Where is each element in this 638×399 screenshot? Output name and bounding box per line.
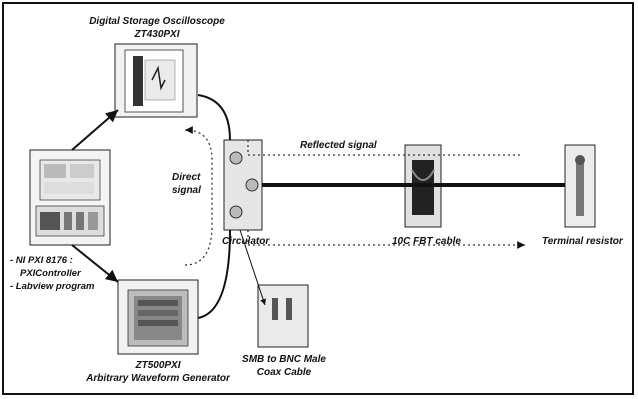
oscilloscope-model: ZT430PXI — [133, 29, 179, 40]
smb-cable-label-2: Coax Cable — [257, 367, 312, 378]
direct-signal-label-2: signal — [172, 185, 201, 196]
solid-connections — [71, 94, 266, 319]
controller-pc — [29, 149, 111, 246]
cable-label: 10C FBT cable — [392, 236, 461, 247]
dotted-signal-paths — [184, 126, 525, 266]
waveform-generator-device — [117, 279, 199, 355]
terminal-resistor-device — [564, 144, 596, 228]
reflected-signal-label: Reflected signal — [300, 140, 377, 151]
terminal-resistor-label: Terminal resistor — [542, 236, 624, 247]
direct-signal-label-1: Direct — [172, 172, 201, 183]
controller-label-1: - NI PXI 8176 : — [10, 255, 73, 266]
smb-bnc-cable-device — [257, 284, 309, 348]
circulator-device — [223, 139, 263, 231]
controller-label-2: PXIController — [20, 268, 82, 279]
controller-label-3: - Labview program — [10, 281, 95, 292]
smb-cable-label-1: SMB to BNC Male — [242, 354, 326, 365]
oscilloscope-device — [114, 43, 198, 118]
awg-model-label: ZT500PXI — [134, 360, 180, 371]
circulator-label: Circulator — [222, 236, 270, 247]
oscilloscope-title: Digital Storage Oscilloscope — [89, 16, 225, 27]
awg-name-label: Arbitrary Waveform Generator — [85, 373, 231, 384]
